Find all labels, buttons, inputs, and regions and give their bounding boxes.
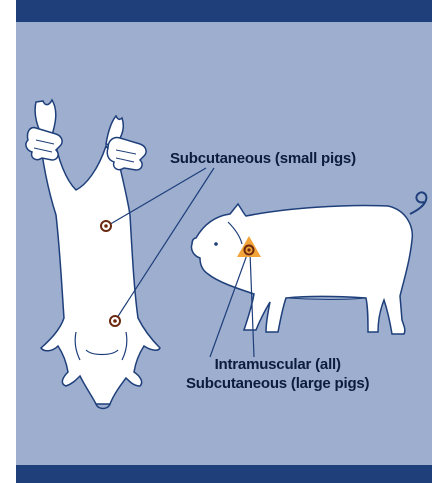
bottom-band: [16, 465, 432, 483]
intramuscular-all-label: Intramuscular (all): [186, 355, 369, 374]
injection-site-marker-neck-small: [101, 221, 111, 231]
diagram-frame: Subcutaneous (small pigs) Intramuscular …: [16, 0, 432, 483]
pig-injection-illustration: [16, 0, 432, 483]
bottom-labels: Intramuscular (all) Subcutaneous (large …: [186, 355, 369, 393]
held-piglet-illustration: [26, 100, 160, 409]
injection-site-marker-flank-small: [110, 316, 120, 326]
subcutaneous-large-pigs-label: Subcutaneous (large pigs): [186, 374, 369, 393]
subcutaneous-small-pigs-label: Subcutaneous (small pigs): [170, 150, 356, 167]
standing-pig-illustration: [191, 192, 426, 334]
